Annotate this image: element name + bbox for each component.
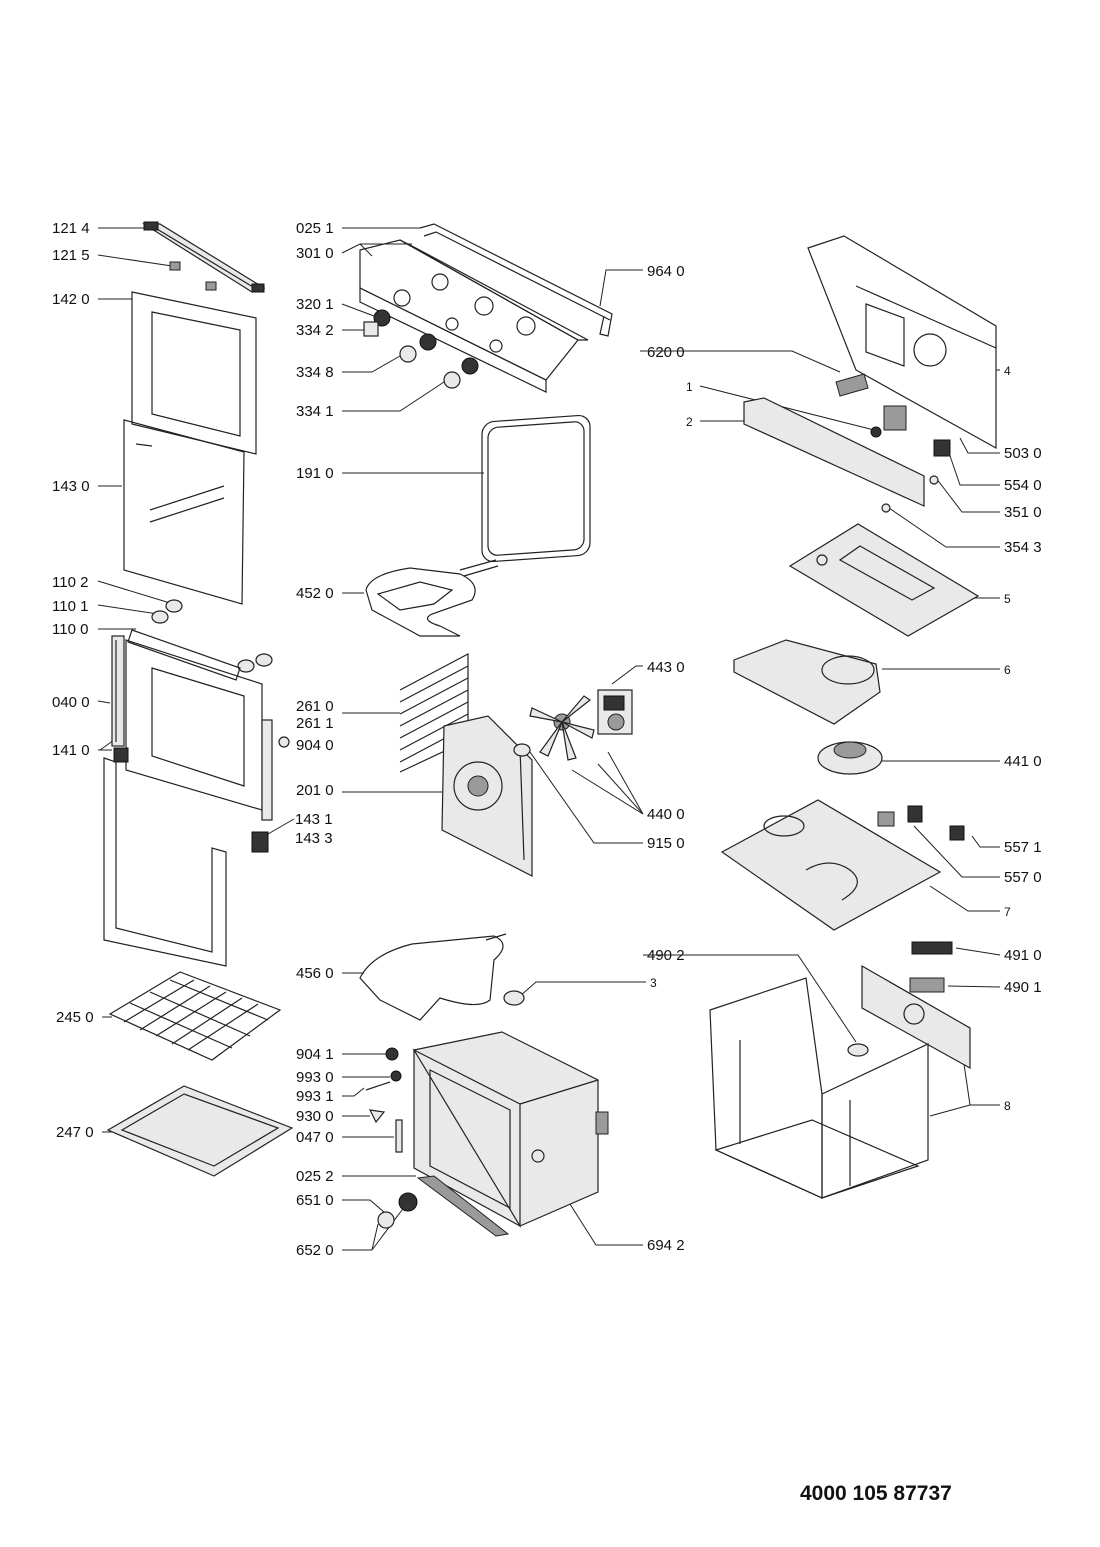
label-440-0: 440 0 (647, 806, 685, 823)
fan-motor (597, 689, 633, 735)
label-201-0: 201 0 (296, 782, 334, 799)
label-7: 7 (1004, 905, 1011, 919)
rear-cover (861, 964, 971, 1070)
label-025-1: 025 1 (296, 220, 334, 237)
oven-tray (106, 1085, 294, 1177)
oven-cavity (412, 1031, 609, 1229)
label-354-3: 354 3 (1004, 539, 1042, 556)
label-490-1: 490 1 (1004, 979, 1042, 996)
label-694-2: 694 2 (647, 1237, 685, 1254)
door-inner-frame (125, 629, 263, 811)
fan-washer (513, 743, 531, 757)
label-993-0: 993 0 (296, 1069, 334, 1086)
door-lower-seal (103, 757, 227, 967)
label-047-0: 047 0 (296, 1129, 334, 1146)
label-143-3: 143 3 (295, 830, 333, 847)
label-651-0: 651 0 (296, 1192, 334, 1209)
door-hinges (111, 635, 290, 853)
oven-rack (108, 971, 282, 1061)
rear-panel (807, 235, 997, 450)
label-334-1: 334 1 (296, 403, 334, 420)
label-652-0: 652 0 (296, 1242, 334, 1259)
label-121-4: 121 4 (52, 220, 90, 237)
label-554-0: 554 0 (1004, 477, 1042, 494)
label-557-0: 557 0 (1004, 869, 1042, 886)
cavity-small-parts (365, 1047, 545, 1237)
label-964-0: 964 0 (647, 263, 685, 280)
label-141-0: 141 0 (52, 742, 90, 759)
label-452-0: 452 0 (296, 585, 334, 602)
top-cover (720, 799, 965, 931)
label-503-0: 503 0 (1004, 445, 1042, 462)
top-panel (788, 523, 980, 637)
label-143-0: 143 0 (52, 478, 90, 495)
label-121-5: 121 5 (52, 247, 90, 264)
control-panel (359, 239, 589, 393)
mounting-bracket (743, 397, 951, 513)
terminal-block (835, 373, 869, 397)
door-hinge-bar (141, 221, 266, 293)
label-351-0: 351 0 (1004, 504, 1042, 521)
label-142-0: 142 0 (52, 291, 90, 308)
label-8: 8 (1004, 1099, 1011, 1113)
oven-door-seal (481, 414, 591, 563)
label-443-0: 443 0 (647, 659, 685, 676)
label-993-1: 993 1 (296, 1088, 334, 1105)
label-904-1: 904 1 (296, 1046, 334, 1063)
door-spacers (151, 599, 273, 673)
label-320-1: 320 1 (296, 296, 334, 313)
label-110-0: 110 0 (52, 621, 88, 638)
grill-element (365, 559, 499, 637)
lamp-cover (503, 990, 525, 1006)
control-panel-trim (419, 223, 613, 337)
label-491-0: 491 0 (1004, 947, 1042, 964)
part-labels: 121 4 121 5 142 0 143 0 110 2 110 1 110 … (52, 220, 1042, 1259)
label-3: 3 (650, 976, 657, 990)
leader-lines (97, 227, 1001, 1251)
label-040-0: 040 0 (52, 694, 90, 711)
label-245-0: 245 0 (56, 1009, 94, 1026)
door-clips (169, 261, 217, 291)
connector-block (909, 941, 953, 993)
document-number: 4000 105 87737 (800, 1482, 952, 1505)
label-143-1: 143 1 (295, 811, 333, 828)
label-110-2: 110 2 (52, 574, 88, 591)
label-930-0: 930 0 (296, 1108, 334, 1125)
label-1: 1 (686, 380, 693, 394)
fan-housing-plate (733, 639, 881, 725)
cooling-fan (817, 741, 883, 775)
outer-door-glass (131, 291, 257, 455)
label-334-2: 334 2 (296, 322, 334, 339)
label-025-2: 025 2 (296, 1168, 334, 1185)
label-441-0: 441 0 (1004, 753, 1042, 770)
lower-element (359, 933, 507, 1021)
label-456-0: 456 0 (296, 965, 334, 982)
label-4: 4 (1004, 364, 1011, 378)
label-261-1: 261 1 (296, 715, 334, 732)
label-2: 2 (686, 415, 693, 429)
label-5: 5 (1004, 592, 1011, 606)
label-557-1: 557 1 (1004, 839, 1042, 856)
control-knobs (363, 309, 479, 389)
fan-cover (441, 715, 533, 877)
label-904-0: 904 0 (296, 737, 334, 754)
label-915-0: 915 0 (647, 835, 685, 852)
inner-door-glass (123, 419, 245, 605)
label-301-0: 301 0 (296, 245, 334, 262)
label-191-0: 191 0 (296, 465, 334, 482)
label-261-0: 261 0 (296, 698, 334, 715)
label-620-0: 620 0 (647, 344, 685, 361)
fan-blade (529, 695, 595, 761)
label-6: 6 (1004, 663, 1011, 677)
side-rails (399, 653, 469, 773)
label-247-0: 247 0 (56, 1124, 94, 1141)
label-334-8: 334 8 (296, 364, 334, 381)
label-110-1: 110 1 (52, 598, 88, 615)
outer-casing (709, 977, 929, 1199)
